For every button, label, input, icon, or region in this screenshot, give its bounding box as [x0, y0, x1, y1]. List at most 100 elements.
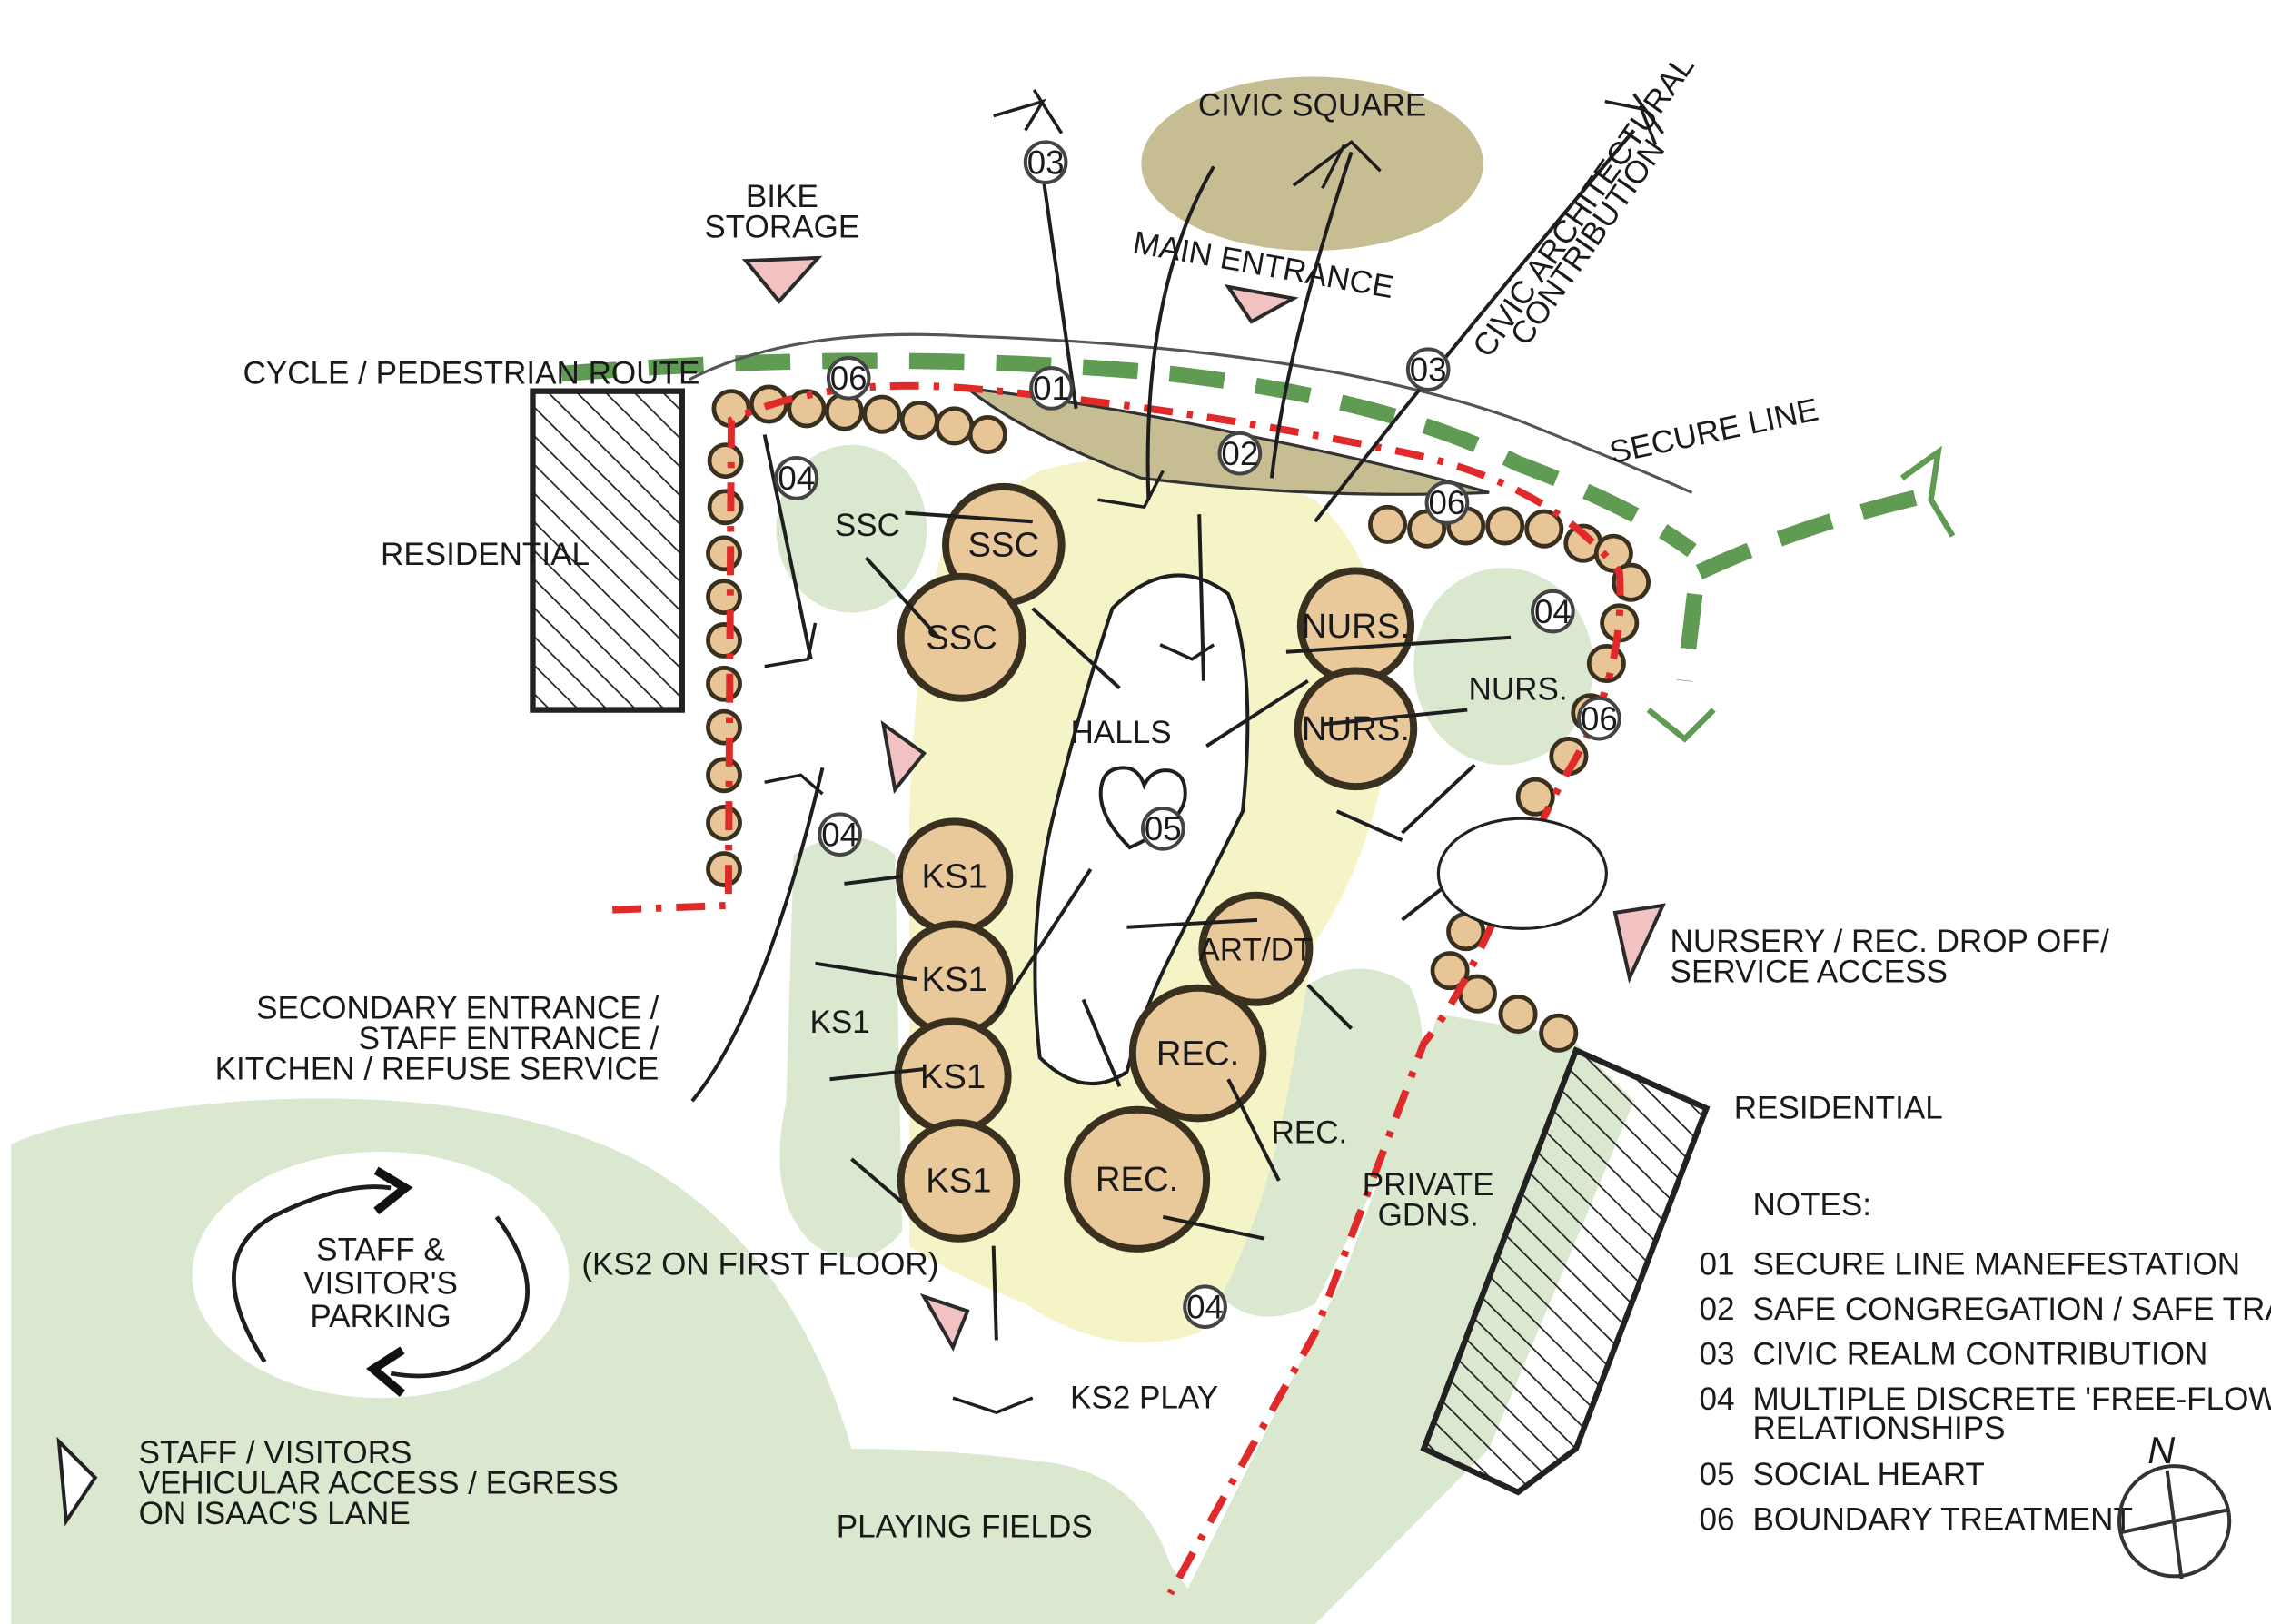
- halls-label: HALLS: [1070, 715, 1171, 750]
- building-nurs-2-label: NURS.: [1302, 709, 1410, 748]
- building-ssc-1-label: SSC: [968, 525, 1040, 564]
- marker-04-c: 04: [821, 816, 858, 853]
- building-ks1-2-label: KS1: [921, 960, 987, 999]
- building-ssc-2: [897, 572, 1026, 702]
- residential-block-south: [1420, 1046, 1711, 1496]
- marker-03-b: 03: [1410, 351, 1447, 388]
- notes-title: NOTES:: [1752, 1187, 1871, 1223]
- cycle-route-arrow-south: [1646, 708, 1716, 743]
- dropoff-loop: [1436, 817, 1608, 930]
- vehicle-access-label-1: STAFF / VISITORS: [139, 1435, 412, 1471]
- secondary-entrance-triangle: [880, 720, 927, 794]
- site-boundary: [689, 332, 1693, 494]
- civic-architectural-label-2: CONTRIBUTION: [1503, 133, 1671, 352]
- secondary-entrance-label-2: STAFF ENTRANCE /: [359, 1021, 659, 1056]
- note-05-num: 05: [1699, 1457, 1734, 1492]
- ks2-play-label: KS2 PLAY: [1070, 1380, 1218, 1415]
- note-06-text: BOUNDARY TREATMENT: [1752, 1501, 2132, 1537]
- marker-02: 02: [1221, 435, 1258, 472]
- bike-storage-label-2: STORAGE: [704, 210, 859, 245]
- outdoor-ssc-label: SSC: [835, 508, 900, 543]
- building-ks1-1-label: KS1: [921, 857, 987, 896]
- building-rec-2: [1064, 1105, 1211, 1253]
- marker-04-a: 04: [778, 460, 815, 497]
- note-02-num: 02: [1699, 1292, 1734, 1327]
- outdoor-rec-label: REC.: [1271, 1114, 1347, 1150]
- building-rec-1-label: REC.: [1156, 1034, 1239, 1073]
- civic-square: [1141, 76, 1483, 251]
- secondary-entrance-label-1: SECONDARY ENTRANCE /: [256, 990, 659, 1025]
- note-02-text: SAFE CONGREGATION / SAFE TRANSITION: [1752, 1292, 2271, 1327]
- parking-arrow-top: [373, 1166, 413, 1215]
- cycle-route-south: [1676, 592, 1703, 682]
- number-markers: [774, 140, 1621, 1330]
- private-gardens-label-1: PRIVATE: [1363, 1167, 1494, 1203]
- parking-label-2: VISITOR'S: [303, 1265, 458, 1301]
- note-01-text: SECURE LINE MANEFESTATION: [1752, 1247, 2240, 1282]
- marker-06-a: 06: [830, 360, 868, 397]
- parking-area: [192, 1152, 570, 1399]
- note-03-text: CIVIC REALM CONTRIBUTION: [1752, 1336, 2207, 1371]
- ks2-first-floor-label: (KS2 ON FIRST FLOOR): [581, 1247, 938, 1282]
- ks2-play-triangle: [919, 1292, 970, 1352]
- civic-square-label: CIVIC SQUARE: [1198, 88, 1426, 124]
- cycle-route-label: CYCLE / PEDESTRIAN ROUTE: [243, 356, 699, 391]
- nursery-dropoff-triangle: [1612, 903, 1666, 984]
- note-05-text: SOCIAL HEART: [1752, 1457, 1984, 1492]
- parking-circulation-right: [390, 1215, 530, 1379]
- building-nurs-1-label: NURS.: [1302, 607, 1410, 646]
- marker-05: 05: [1145, 810, 1182, 847]
- vehicle-access-label-2: VEHICULAR ACCESS / EGRESS: [139, 1465, 619, 1500]
- note-04-num: 04: [1699, 1381, 1734, 1417]
- view-arrowheads: [764, 88, 1664, 1414]
- ks1-garden: [779, 837, 903, 1258]
- marker-06-c: 06: [1581, 700, 1618, 738]
- building-ks1-3-label: KS1: [920, 1057, 986, 1096]
- building-rec-2-label: REC.: [1096, 1160, 1178, 1199]
- building-ks1-4: [897, 1119, 1021, 1243]
- marker-04-b: 04: [1534, 593, 1572, 630]
- note-06-num: 06: [1699, 1501, 1734, 1537]
- residential-block-north: [530, 388, 685, 713]
- building-art-dt-label: ART/DT: [1198, 932, 1313, 967]
- playing-fields-label: PLAYING FIELDS: [837, 1509, 1093, 1544]
- marker-03-a: 03: [1027, 144, 1065, 181]
- note-03-num: 03: [1699, 1336, 1734, 1371]
- parking-circulation-left: [232, 1184, 392, 1363]
- marker-06-b: 06: [1429, 484, 1466, 521]
- vehicle-access-legend-icon: [56, 1436, 98, 1527]
- nursery-dropoff-label-2: SERVICE ACCESS: [1671, 954, 1948, 989]
- building-ks1-4-label: KS1: [926, 1162, 991, 1201]
- outdoor-nurs-label: NURS.: [1469, 671, 1568, 707]
- notes-legend: NOTES: 01 SECURE LINE MANEFESTATION 02 S…: [1699, 1187, 2271, 1537]
- parking-label-3: PARKING: [310, 1299, 451, 1334]
- note-04-text-2: RELATIONSHIPS: [1752, 1411, 2005, 1446]
- outdoor-ks1-label: KS1: [809, 1005, 869, 1040]
- secondary-entrance-label-3: KITCHEN / REFUSE SERVICE: [215, 1051, 659, 1086]
- building-nurs-2: [1294, 667, 1418, 791]
- main-entrance-triangle: [1224, 284, 1299, 324]
- cycle-route-arrow-east: [1899, 445, 1956, 538]
- bike-storage-triangle: [741, 255, 823, 304]
- parking-arrow-bottom: [366, 1346, 406, 1398]
- note-01-num: 01: [1699, 1247, 1734, 1282]
- nursery-dropoff-label-1: NURSERY / REC. DROP OFF/: [1671, 924, 2110, 959]
- boundary-beads: [706, 384, 1651, 1053]
- civic-architectural-label-1: CIVIC ARCHITECTURAL: [1466, 49, 1701, 363]
- marker-04-d: 04: [1186, 1288, 1224, 1325]
- north-arrow: N: [2117, 1429, 2232, 1579]
- vehicle-access-label-3: ON ISAAC'S LANE: [139, 1496, 411, 1531]
- north-label: N: [2147, 1429, 2175, 1471]
- secure-line: [612, 381, 1624, 1596]
- bike-storage-label-1: BIKE: [746, 179, 818, 214]
- marker-01: 01: [1033, 370, 1070, 407]
- note-04-text: MULTIPLE DISCRETE 'FREE-FLOW': [1752, 1381, 2271, 1417]
- parking-label-1: STAFF &: [316, 1233, 445, 1268]
- sightline-arrows: [690, 129, 1636, 1341]
- residential-north-label: RESIDENTIAL: [381, 537, 590, 572]
- residential-south-label: RESIDENTIAL: [1734, 1090, 1943, 1125]
- private-gardens-label-2: GDNS.: [1378, 1197, 1479, 1233]
- cycle-route-east: [1695, 484, 1940, 579]
- secure-line-label: SECURE LINE: [1606, 391, 1821, 470]
